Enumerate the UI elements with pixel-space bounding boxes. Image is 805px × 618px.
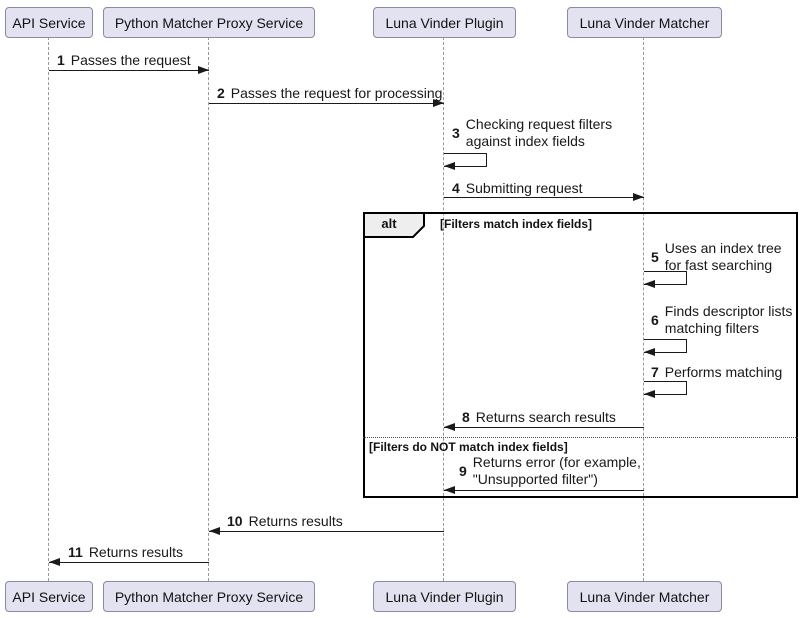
message-7-label: 7 Performs matching <box>651 364 782 381</box>
participant-label: Python Matcher Proxy Service <box>114 588 304 605</box>
alt-divider <box>363 437 798 438</box>
message-text: Performs matching <box>664 364 783 380</box>
participant-top-python-matcher-proxy-service: Python Matcher Proxy Service <box>103 7 315 38</box>
message-9-arrowhead <box>444 486 455 494</box>
message-1-arrowhead <box>198 66 209 74</box>
participant-top-luna-vinder-matcher: Luna Vinder Matcher <box>567 7 722 38</box>
alt-operator-label: alt <box>381 216 397 231</box>
self-message-7-loop <box>644 381 687 395</box>
message-8-arrowhead <box>444 423 455 431</box>
message-text: Uses an index tree for fast searching <box>664 240 782 273</box>
participant-label: Luna Vinder Matcher <box>579 14 710 31</box>
message-text: Returns error (for example, "Unsupported… <box>472 454 641 487</box>
alt-guard-1: [Filters match index fields] <box>440 217 593 231</box>
lifeline-python-matcher-proxy-service <box>208 37 209 581</box>
message-4-label: 4 Submitting request <box>452 180 583 197</box>
message-8-line <box>444 427 644 428</box>
message-number: 2 <box>217 85 225 101</box>
message-text: Finds descriptor lists matching filters <box>664 303 793 336</box>
message-2-arrowhead <box>433 99 444 107</box>
message-6-label: 6 Finds descriptor lists matching filter… <box>651 303 792 337</box>
participant-label: API Service <box>12 14 86 31</box>
message-number: 1 <box>57 52 65 68</box>
participant-top-api-service: API Service <box>5 7 93 38</box>
message-2-line <box>209 103 444 104</box>
message-10-arrowhead <box>209 527 220 535</box>
message-number: 6 <box>651 311 659 328</box>
lifeline-luna-vinder-matcher <box>643 37 644 581</box>
message-9-line <box>444 490 644 491</box>
message-number: 4 <box>452 180 460 196</box>
message-number: 5 <box>651 248 659 265</box>
self-message-3-loop <box>444 153 487 167</box>
message-6-arrowhead <box>644 348 655 356</box>
message-10-line <box>209 531 444 532</box>
message-4-arrowhead <box>633 193 644 201</box>
alt-label-tab <box>363 212 425 238</box>
message-text: Passes the request <box>70 52 191 68</box>
message-text: Returns results <box>248 513 343 529</box>
participant-label: Luna Vinder Plugin <box>385 14 504 31</box>
message-2-label: 2 Passes the request for processing <box>217 85 442 102</box>
participant-bottom-luna-vinder-matcher: Luna Vinder Matcher <box>567 581 722 612</box>
lifeline-api-service <box>48 37 49 581</box>
message-8-label: 8 Returns search results <box>462 409 616 426</box>
message-number: 8 <box>462 409 470 425</box>
message-3-label: 3 Checking request filters against index… <box>452 116 612 150</box>
message-5-label: 5 Uses an index tree for fast searching <box>651 240 782 274</box>
lifeline-luna-vinder-plugin <box>443 37 444 581</box>
message-7-arrowhead <box>644 390 655 398</box>
alt-guard-2: [Filters do NOT match index fields] <box>369 440 568 454</box>
self-message-6-loop <box>644 339 687 353</box>
message-11-label: 11 Returns results <box>68 544 183 561</box>
message-text: Returns results <box>88 544 183 560</box>
message-5-arrowhead <box>644 280 655 288</box>
message-number: 9 <box>459 462 467 479</box>
message-11-line <box>49 562 209 563</box>
message-text: Checking request filters against index f… <box>465 116 613 149</box>
alt-frame <box>363 212 798 498</box>
message-number: 10 <box>227 513 243 529</box>
message-text: Submitting request <box>465 180 583 196</box>
message-number: 7 <box>651 364 659 380</box>
participant-bottom-api-service: API Service <box>5 581 93 612</box>
self-message-5-loop <box>644 271 687 285</box>
message-11-arrowhead <box>49 558 60 566</box>
participant-label: Luna Vinder Plugin <box>385 588 504 605</box>
message-3-arrowhead <box>444 162 455 170</box>
participant-label: Python Matcher Proxy Service <box>114 14 304 31</box>
participant-bottom-luna-vinder-plugin: Luna Vinder Plugin <box>373 581 516 612</box>
message-text: Passes the request for processing <box>230 85 443 101</box>
message-10-label: 10 Returns results <box>227 513 343 530</box>
message-4-line <box>444 197 644 198</box>
participant-label: API Service <box>12 588 86 605</box>
message-1-line <box>49 70 209 71</box>
message-1-label: 1 Passes the request <box>57 52 191 69</box>
message-9-label: 9 Returns error (for example, "Unsupport… <box>459 454 641 488</box>
participant-top-luna-vinder-plugin: Luna Vinder Plugin <box>373 7 516 38</box>
message-text: Returns search results <box>475 409 616 425</box>
message-number: 3 <box>452 124 460 141</box>
participant-label: Luna Vinder Matcher <box>579 588 710 605</box>
participant-bottom-python-matcher-proxy-service: Python Matcher Proxy Service <box>103 581 315 612</box>
message-number: 11 <box>68 544 83 560</box>
